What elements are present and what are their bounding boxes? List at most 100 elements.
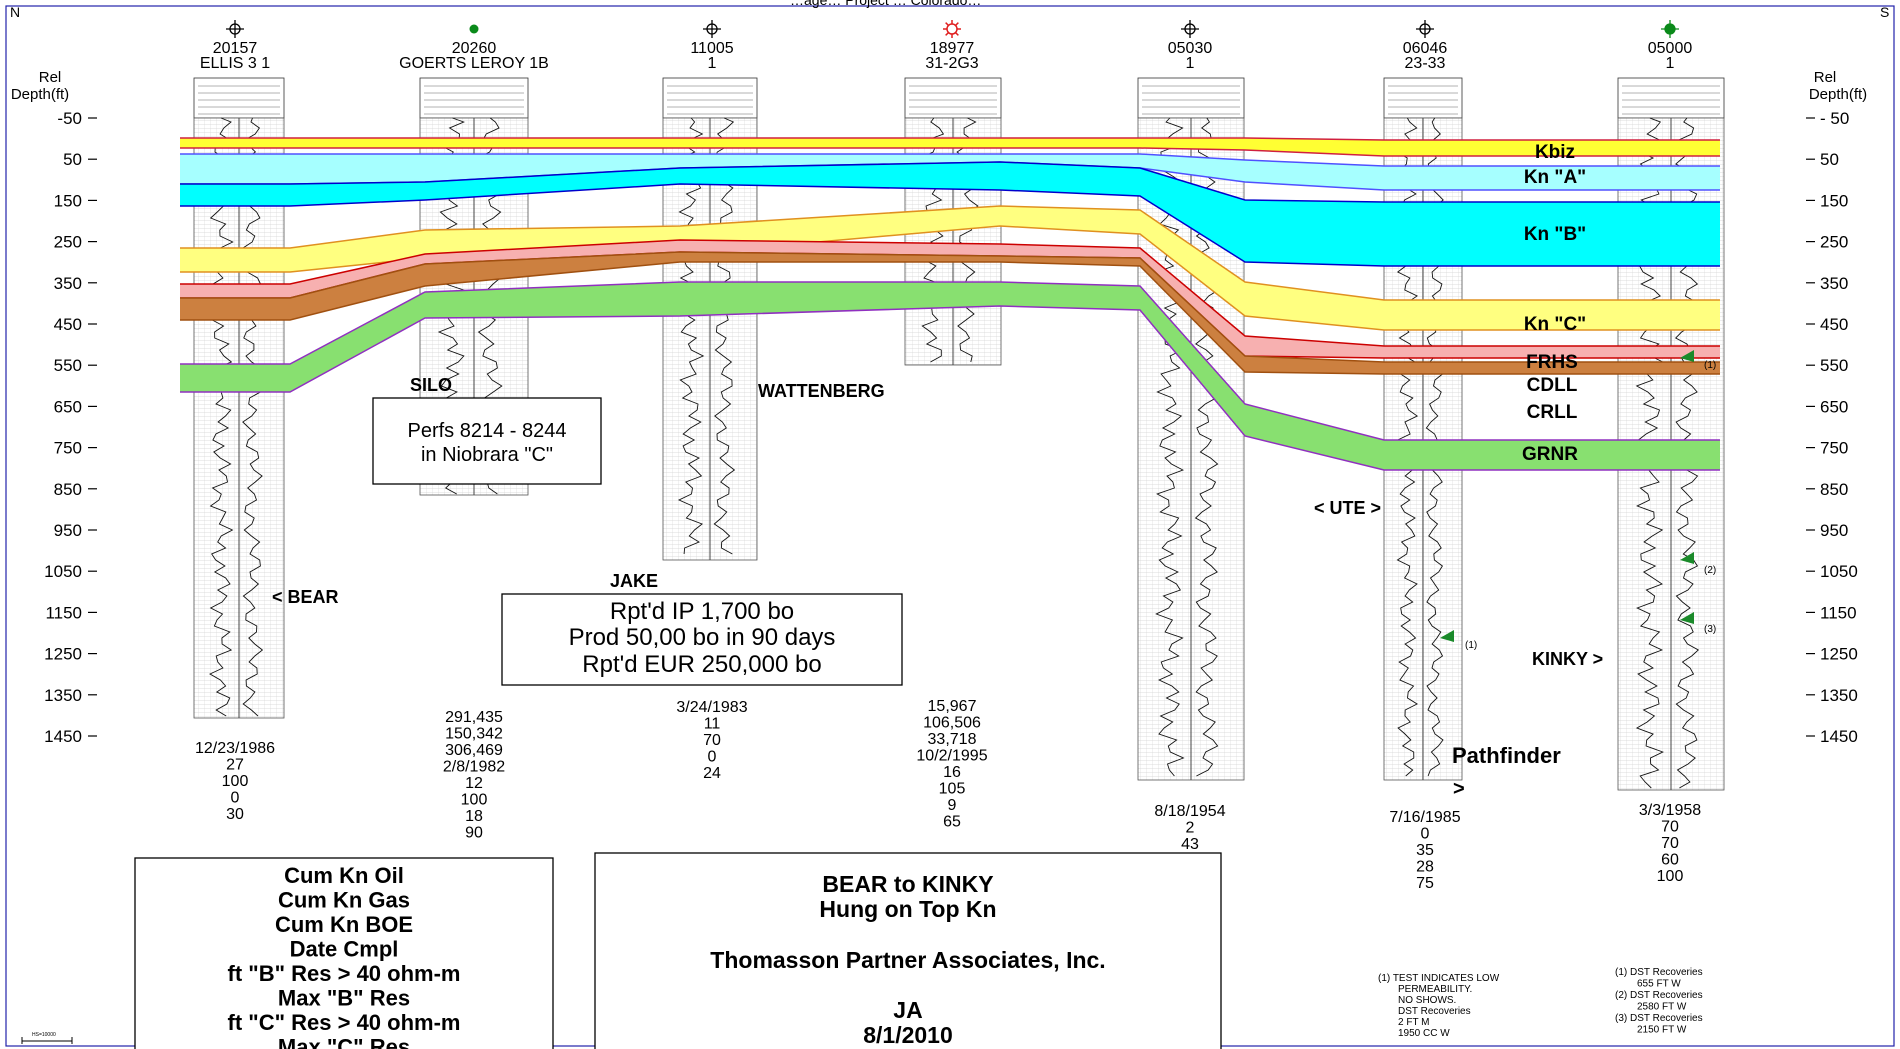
well-api-number: 18977 — [930, 40, 975, 57]
formation-band — [180, 206, 1720, 330]
well-api-number: 06046 — [1403, 40, 1448, 57]
formation-band — [180, 138, 1720, 156]
formation-top-line — [180, 153, 1720, 167]
axis-tick-label: 150 — [54, 191, 82, 210]
well-stat-value: 75 — [1416, 875, 1434, 892]
well-stat-value: 65 — [943, 814, 961, 831]
well-stat-value: 9 — [948, 797, 957, 814]
formation-top-line — [180, 161, 1720, 203]
compass-south: S — [1880, 4, 1889, 20]
perfs-annotation-box: Perfs 8214 - 8244 in Niobrara "C" — [372, 397, 602, 485]
dst-flags — [1440, 350, 1694, 642]
axis-tick-label-right: 550 — [1820, 356, 1848, 375]
dry-hole-icon — [226, 20, 244, 38]
well-stat-value: 11 — [704, 716, 721, 733]
dst-flag-icon — [1680, 350, 1694, 362]
axis-tick-label-right: 1450 — [1820, 727, 1858, 746]
axis-tick-label: 50 — [63, 150, 82, 169]
well-stat-value: 70 — [703, 732, 721, 749]
well-stat-value: 8/18/1954 — [1154, 803, 1225, 820]
axis-tick-label: 1250 — [44, 645, 82, 664]
well-api-number: 05000 — [1648, 40, 1693, 57]
well-stat-value: 0 — [231, 790, 240, 807]
formation-base-line — [180, 261, 1720, 375]
perfs-line-1: Perfs 8214 - 8244 — [408, 420, 567, 442]
well-stat-value: 70 — [1661, 835, 1679, 852]
well-name: 1 — [1186, 55, 1195, 72]
axis-label-line2-right: Depth(ft) — [1809, 86, 1867, 103]
legend-line: ft "B" Res > 40 ohm-m — [228, 961, 461, 986]
field-label-pathfinder-arrow: > — [1453, 778, 1465, 800]
axis-tick-label-right: 1050 — [1820, 562, 1858, 581]
log-header — [193, 77, 285, 119]
well-stat-value: 291,435 — [445, 709, 503, 726]
title-block: BEAR to KINKY Hung on Top Kn Thomasson P… — [594, 852, 1222, 1049]
footnote-right-line: (1) DST Recoveries — [1615, 967, 1703, 978]
dry-hole-icon — [703, 20, 721, 38]
well-stat-value: 3/24/1983 — [676, 699, 747, 716]
formation-base-line — [180, 183, 1720, 267]
dst-marker-labels: (1) (2) (3) (1) — [1465, 360, 1716, 651]
well-name: 23-33 — [1405, 55, 1446, 72]
axis-tick-label-right: 250 — [1820, 233, 1848, 252]
axis-tick-label-right: 1250 — [1820, 645, 1858, 664]
formation-band — [180, 162, 1720, 266]
well-stat-value: 70 — [1661, 819, 1679, 836]
formation-top-line — [180, 251, 1720, 363]
legend-line: Max "C" Res — [278, 1035, 410, 1049]
well-stat-value: 0 — [708, 749, 717, 766]
ip-annotation-box: Rpt'd IP 1,700 bo Prod 50,00 bo in 90 da… — [501, 593, 903, 686]
well-stat-value: 12 — [465, 775, 483, 792]
ip-line-2: Prod 50,00 bo in 90 days — [569, 624, 836, 651]
field-labels: SILO WATTENBERG JAKE < BEAR < UTE > KINK… — [272, 375, 1603, 800]
well-stat-value: 2 — [1186, 820, 1195, 837]
well-stat-value: 30 — [226, 806, 244, 823]
axis-tick-label: 750 — [54, 439, 82, 458]
formation-top-line — [180, 281, 1720, 441]
formation-label-cdll: CDLL — [1527, 375, 1578, 396]
well-stat-value: 106,506 — [923, 715, 981, 732]
footnote-right-line: 655 FT W — [1637, 979, 1681, 990]
well-api-number: 20260 — [452, 40, 497, 57]
footnote-left-line: (1) TEST INDICATES LOW — [1378, 973, 1500, 984]
field-label-silo: SILO — [410, 375, 452, 395]
field-label-kinky: KINKY > — [1532, 649, 1603, 669]
well-stat-value: 28 — [1416, 859, 1434, 876]
axis-tick-label: 1050 — [44, 562, 82, 581]
well-stat-value: 100 — [461, 792, 488, 809]
formation-band — [180, 282, 1720, 470]
axis-tick-label-right: 850 — [1820, 480, 1848, 499]
formation-label-kn-a: Kn "A" — [1524, 167, 1586, 188]
well-stat-value: 35 — [1416, 842, 1434, 859]
footnote-left-line: 2 FT M — [1398, 1017, 1429, 1028]
axis-tick-label: 450 — [54, 315, 82, 334]
log-curve — [1155, 117, 1185, 777]
log-header — [1383, 77, 1463, 119]
title-line-2: Hung on Top Kn — [819, 896, 996, 922]
well-name: GOERTS LEROY 1B — [399, 55, 549, 72]
axis-tick-label: 950 — [54, 521, 82, 540]
well-stat-value: 100 — [222, 773, 249, 790]
axis-tick-label-right: 950 — [1820, 521, 1848, 540]
log-curve — [677, 117, 705, 555]
formation-top-line — [180, 205, 1720, 301]
title-date: 8/1/2010 — [863, 1022, 953, 1048]
well-name: 1 — [708, 55, 717, 72]
perfs-line-2: in Niobrara "C" — [421, 444, 553, 466]
scale-bar: HS=10000 — [21, 1032, 73, 1044]
formation-label-grnr: GRNR — [1522, 444, 1578, 465]
axis-label-line1-right: Rel — [1814, 69, 1837, 86]
dst-marker-2: (2) — [1704, 565, 1716, 576]
legend-line: Cum Kn BOE — [275, 912, 413, 937]
footnote-right-line: 2580 FT W — [1637, 1002, 1687, 1013]
formation-base-line — [180, 305, 1720, 471]
well-stat-value: 150,342 — [445, 726, 503, 743]
oil-show-dry-hole-icon — [1661, 20, 1679, 38]
log-header — [1617, 77, 1725, 119]
formation-labels: Kbiz Kn "A" Kn "B" Kn "C" FRHS CDLL CRLL… — [1522, 142, 1586, 465]
log-header — [662, 77, 758, 119]
formation-label-kn-b: Kn "B" — [1524, 224, 1586, 245]
dst-marker-1: (1) — [1704, 360, 1716, 371]
